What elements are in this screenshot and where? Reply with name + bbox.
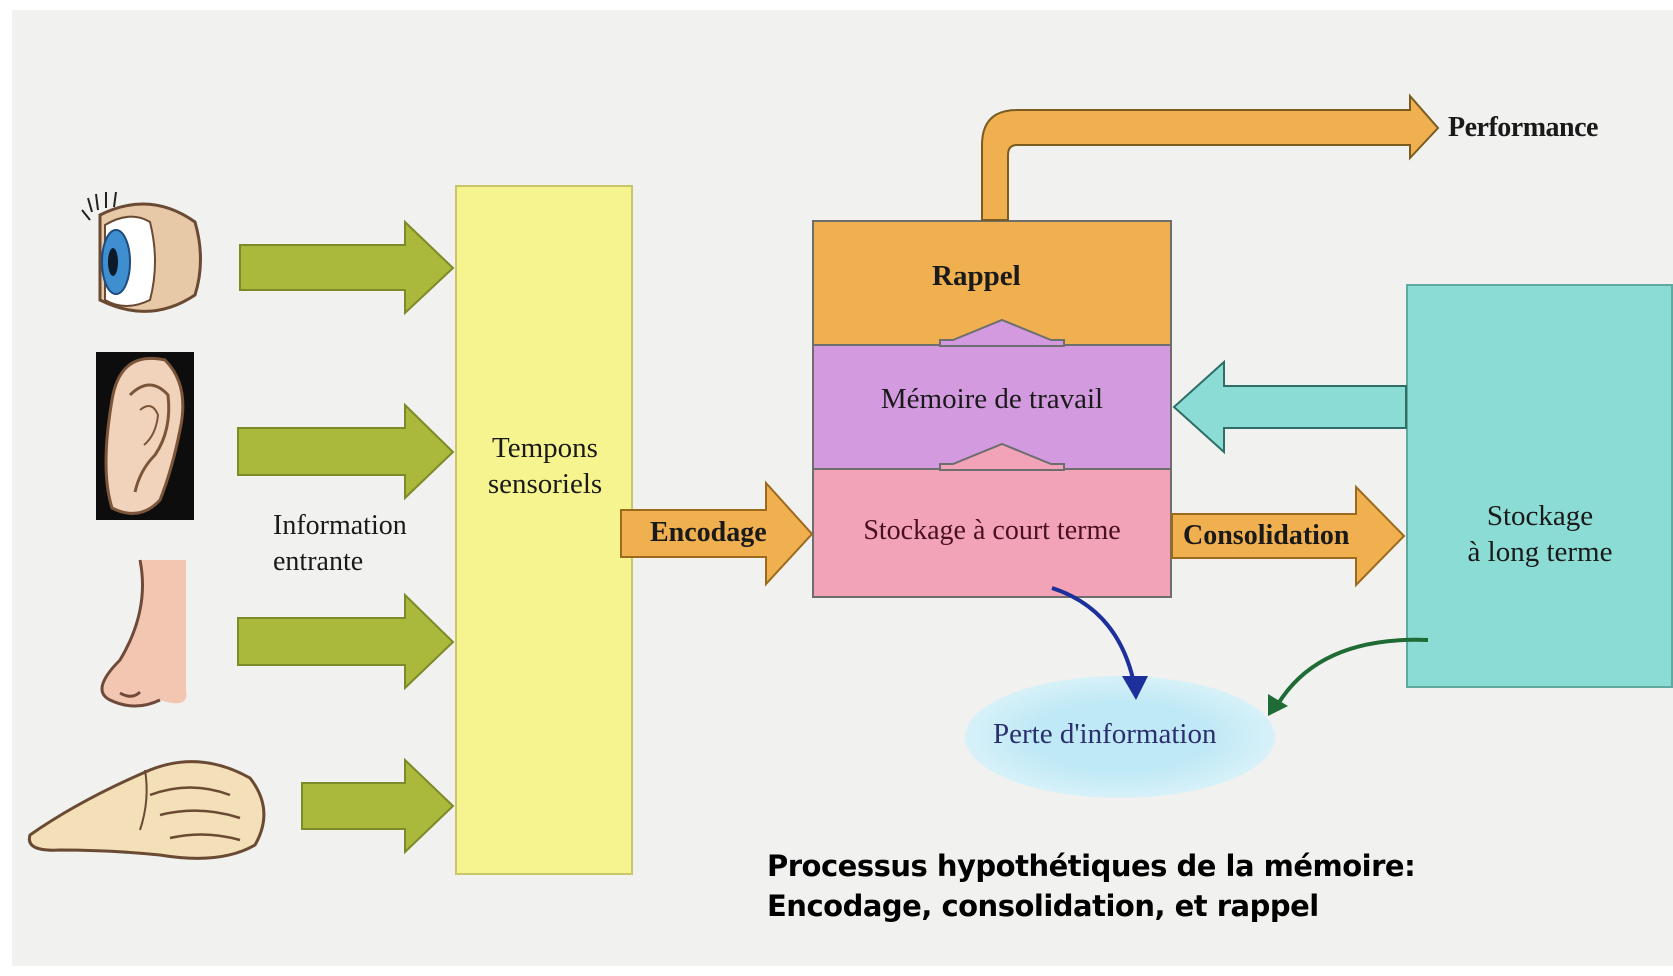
- sensory-store-label: Tempons sensoriels: [487, 432, 603, 500]
- encoding-arrow: [620, 480, 814, 587]
- input-arrow-eye: [239, 219, 455, 316]
- consolidation-label: Consolidation: [1183, 520, 1350, 551]
- input-arrow-ear: [237, 402, 455, 501]
- recall-label: Rappel: [932, 260, 1021, 292]
- consolidation-arrow: [1171, 484, 1406, 588]
- long-term-storage-box: [1406, 284, 1673, 688]
- information-loss-cloud: [965, 676, 1275, 798]
- performance-arrow: [981, 93, 1440, 221]
- eye-icon: [81, 191, 202, 313]
- sensory-store-box: [455, 185, 633, 875]
- long-term-loss-arrow: [1276, 637, 1429, 706]
- input-arrow-nose: [237, 592, 455, 691]
- caption-line-2: Encodage, consolidation, et rappel: [767, 889, 1319, 923]
- figure-caption: Processus hypothétiques de la mémoire: E…: [767, 846, 1416, 926]
- short-term-loss-arrow: [1051, 586, 1137, 689]
- short-term-storage-label: Stockage à court terme: [863, 515, 1121, 546]
- nose-icon: [100, 559, 187, 708]
- working-memory-label: Mémoire de travail: [880, 383, 1104, 415]
- long-term-storage-label: Stockage à long terme: [1467, 500, 1613, 568]
- finger-icon: [27, 760, 266, 860]
- performance-label: Performance: [1448, 112, 1598, 143]
- ear-icon: [96, 352, 194, 520]
- encoding-label: Encodage: [650, 517, 767, 548]
- up-arrow-to-working: [939, 442, 1065, 471]
- information-loss-label: Perte d'information: [993, 718, 1217, 750]
- up-arrow-to-recall: [939, 318, 1065, 347]
- incoming-info-label: Information entrante: [273, 510, 407, 577]
- caption-line-1: Processus hypothétiques de la mémoire:: [767, 849, 1416, 883]
- input-arrow-finger: [301, 757, 455, 855]
- retrieval-arrow: [1172, 359, 1407, 455]
